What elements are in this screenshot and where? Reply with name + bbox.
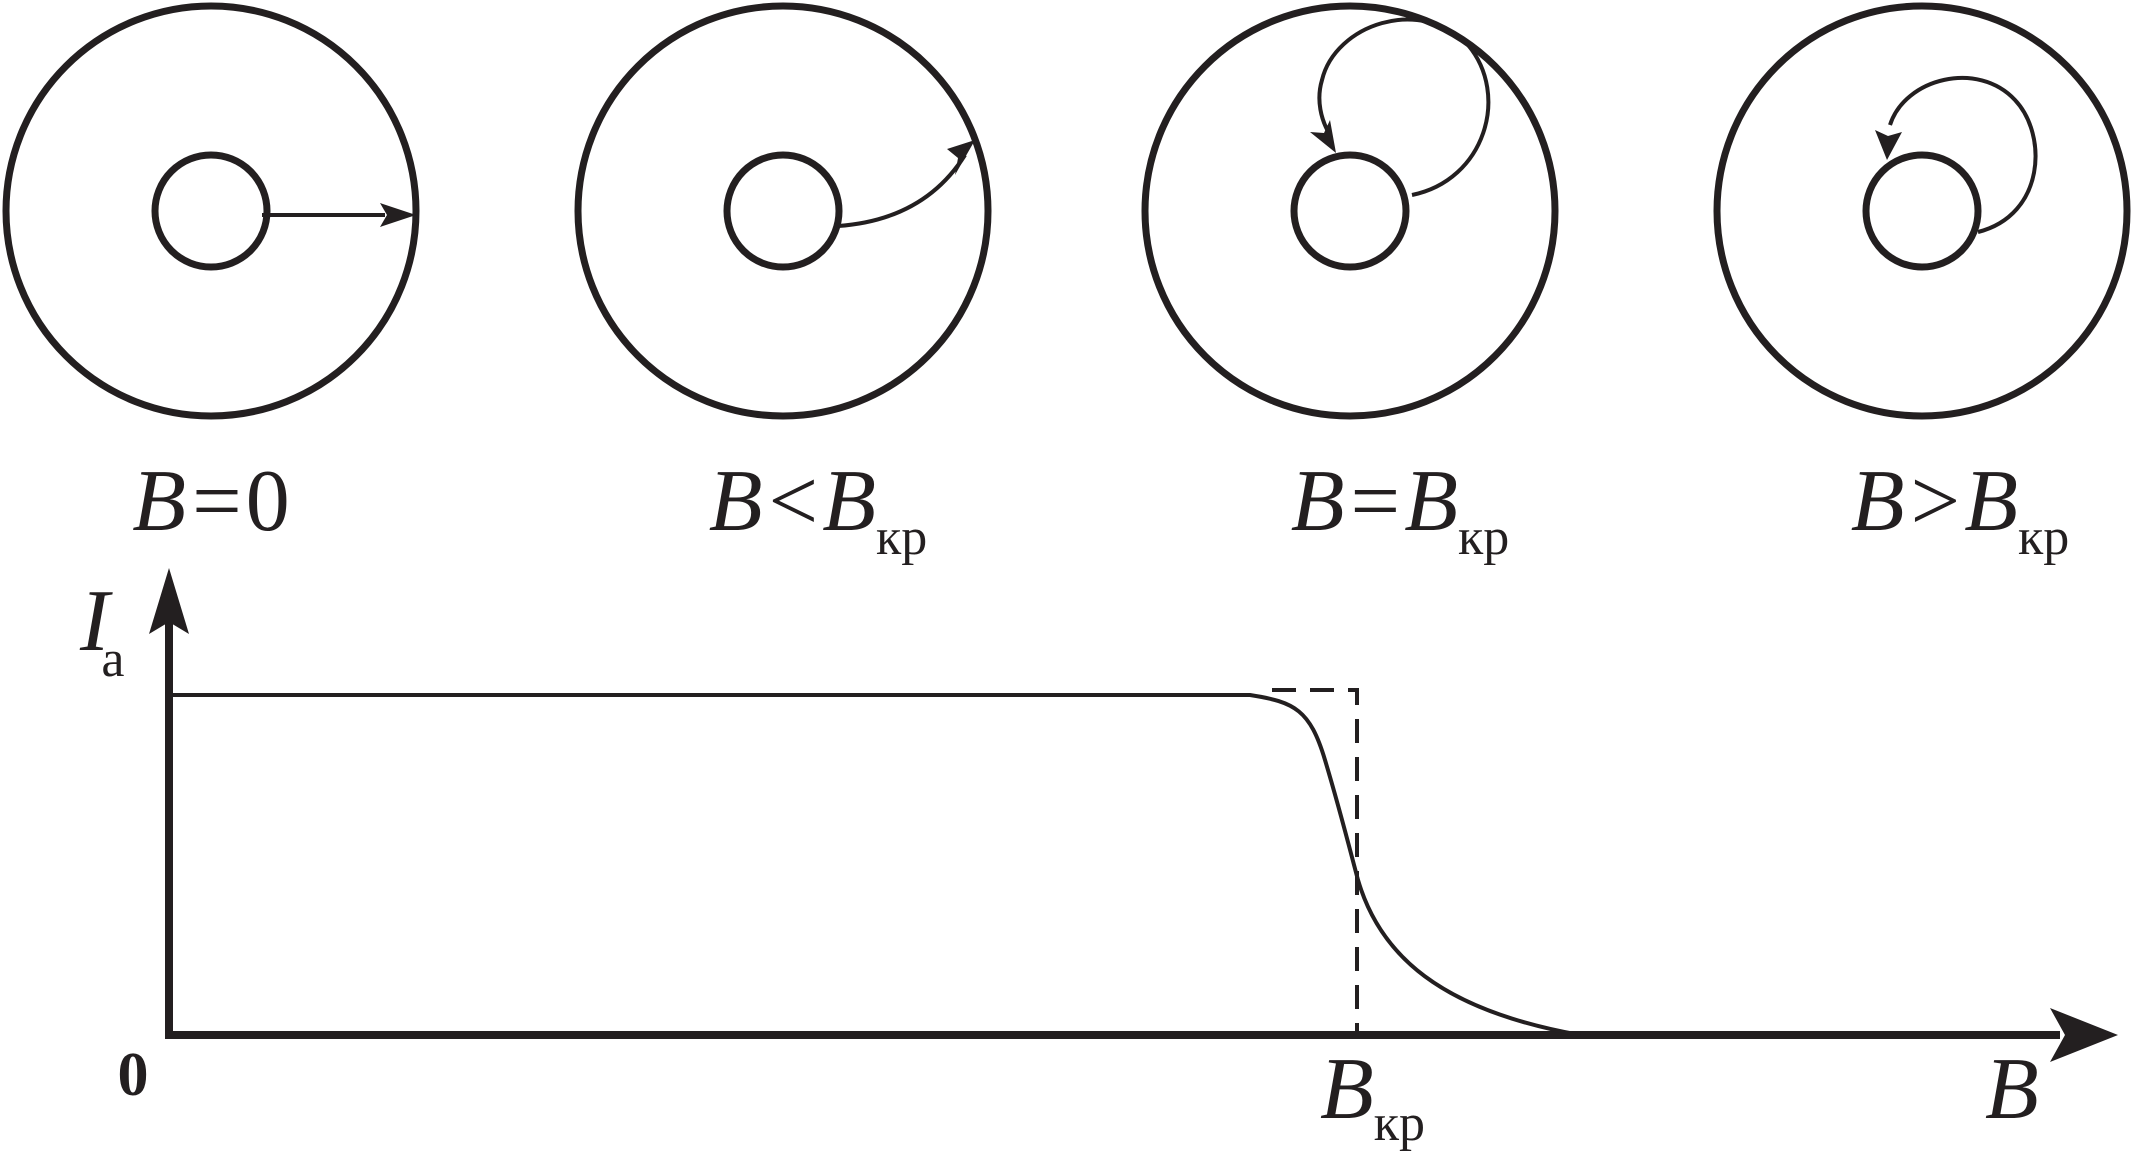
trajectory-arrowhead <box>1310 120 1336 153</box>
y-axis-sub: a <box>101 631 124 688</box>
panel-label: B>Bкр <box>1851 453 2069 566</box>
panel-relation: < <box>769 453 819 550</box>
panel-relation: > <box>1911 453 1961 550</box>
panel-b-zero: B=0 <box>2 2 420 550</box>
cathode-circle <box>1290 151 1410 271</box>
panel-value: 0 <box>246 453 290 550</box>
cathode-circle <box>151 151 271 271</box>
electron-trajectory <box>1317 17 1491 197</box>
panel-sub: кр <box>876 509 927 566</box>
panel-sub: кр <box>1458 509 1509 566</box>
panel-value: B <box>822 453 876 550</box>
panel-b-equal-critical: B=Bкр <box>1141 2 1559 566</box>
origin-label: 0 <box>118 1041 149 1109</box>
trajectory-arrowhead <box>1875 130 1902 160</box>
y-axis-label: Ia <box>79 573 124 688</box>
anode-circle <box>1141 2 1559 420</box>
panel-label: B=Bкр <box>1291 453 1509 566</box>
x-axis-label: B <box>1985 1041 2039 1138</box>
panel-b-greater-critical: B>Bкр <box>1713 2 2131 566</box>
anode-circle <box>1713 2 2131 420</box>
panel-value: B <box>1404 453 1458 550</box>
panel-label: B<Bкр <box>709 453 927 566</box>
critical-field-label: Bкр <box>1320 1041 1425 1152</box>
panel-sub: кр <box>2018 509 2069 566</box>
electron-trajectory <box>1888 76 2038 234</box>
real-characteristic <box>169 693 1581 1037</box>
x-axis-arrowhead <box>2050 1008 2118 1062</box>
panel-value: B <box>1964 453 2018 550</box>
y-axis-arrowhead <box>149 568 189 634</box>
ideal-characteristic <box>1272 688 1359 1035</box>
electron-trajectory <box>837 153 967 228</box>
critical-sub: кр <box>1374 1095 1425 1152</box>
current-graph: Ia 0 Bкр B <box>79 568 2118 1152</box>
cathode-circle <box>723 151 843 271</box>
panel-var: B <box>1291 453 1345 550</box>
anode-circle <box>574 2 992 420</box>
panel-var: B <box>132 453 186 550</box>
panel-relation: = <box>192 453 242 550</box>
critical-var: B <box>1320 1041 1374 1138</box>
trajectory-arrowhead <box>380 203 416 227</box>
panel-relation: = <box>1351 453 1401 550</box>
anode-circle <box>2 2 420 420</box>
panel-label: B=0 <box>132 453 289 550</box>
panel-var: B <box>1851 453 1905 550</box>
panel-b-less-critical: B<Bкр <box>574 2 992 566</box>
y-axis-var: I <box>79 573 113 670</box>
panel-var: B <box>709 453 763 550</box>
trajectory-arrowhead <box>947 140 975 175</box>
cathode-circle <box>1862 151 1982 271</box>
